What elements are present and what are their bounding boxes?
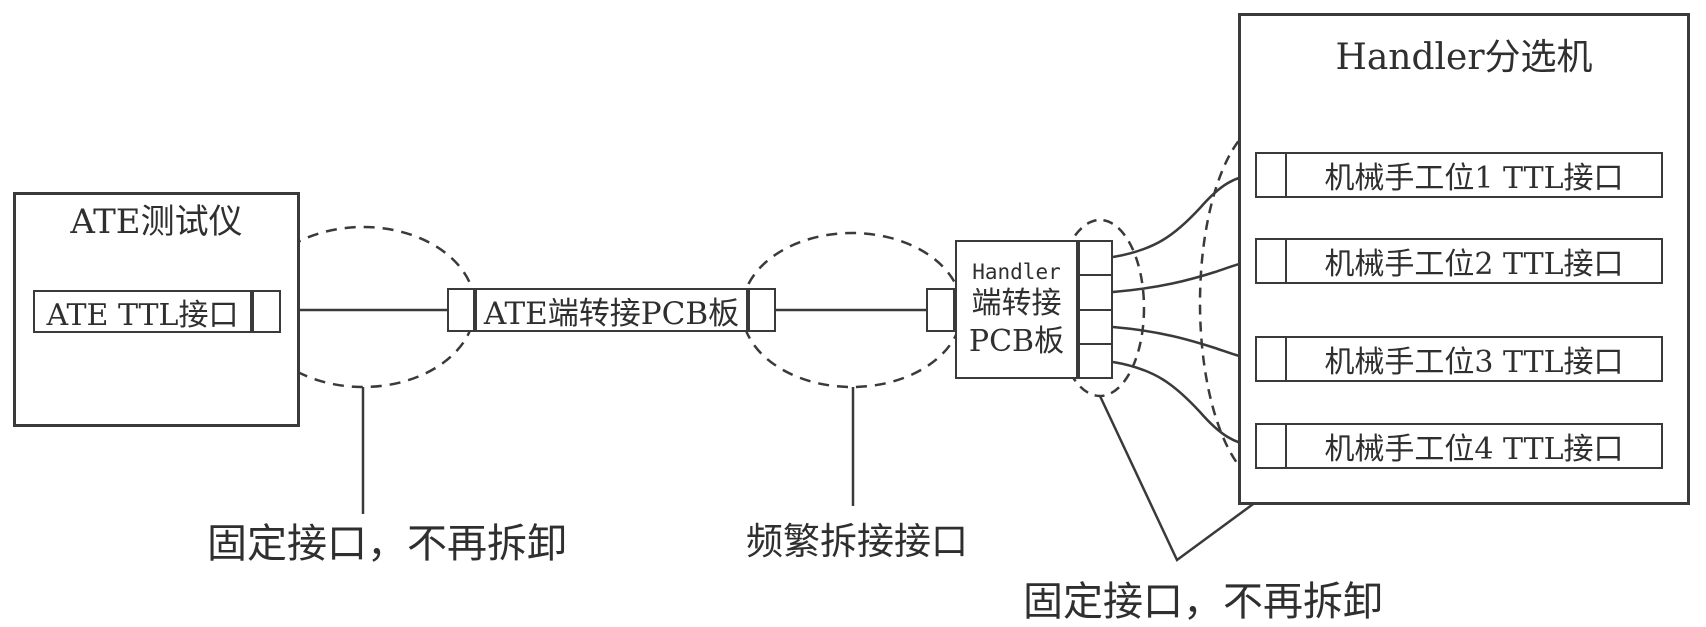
handler-pcb-connector-4	[1080, 345, 1111, 377]
station-3-box: 机械手工位3 TTL接口	[1255, 336, 1663, 382]
station-4-label: 机械手工位4 TTL接口	[1324, 432, 1624, 467]
handler-pcb-connector-column	[1078, 240, 1113, 379]
handler-pcb-connector-left	[926, 288, 955, 332]
wire-station-1	[1112, 173, 1256, 259]
station-3-connector	[1257, 338, 1287, 380]
handler-pcb-connector-2	[1080, 276, 1111, 311]
station-1-connector	[1257, 154, 1287, 196]
handler-pcb-label-line2: 端转接	[971, 286, 1062, 322]
ate-ttl-port-connector	[252, 290, 281, 333]
wire-station-4	[1112, 360, 1256, 448]
station-2-connector	[1257, 240, 1287, 282]
ate-tester-title: ATE测试仪	[70, 201, 243, 242]
ate-pcb-connector-right	[748, 288, 776, 332]
wire-station-3	[1112, 325, 1256, 361]
handler-pcb-connector-1	[1080, 242, 1111, 277]
station-2-label: 机械手工位2 TTL接口	[1324, 247, 1624, 282]
station-3-label: 机械手工位3 TTL接口	[1324, 345, 1624, 380]
station-4-connector	[1257, 425, 1287, 467]
station-1-label: 机械手工位1 TTL接口	[1324, 161, 1624, 196]
station-2-box: 机械手工位2 TTL接口	[1255, 238, 1663, 284]
ate-ttl-port-box: ATE TTL接口	[33, 290, 252, 333]
handler-pcb-connector-3	[1080, 311, 1111, 345]
station-4-box: 机械手工位4 TTL接口	[1255, 423, 1663, 469]
handler-pcb-label-line1: Handler	[972, 259, 1061, 284]
handler-pcb-label-line3: PCB板	[968, 323, 1065, 359]
annotation-fixed-interface-left: 固定接口，不再拆卸	[207, 521, 567, 567]
annotation-frequent-interface: 频繁拆接接口	[746, 520, 968, 563]
ate-pcb-connector-left	[447, 288, 475, 332]
ate-adapter-pcb-box: ATE端转接PCB板	[475, 288, 748, 332]
wire-station-2	[1112, 259, 1256, 294]
annotation-fixed-interface-right: 固定接口，不再拆卸	[1023, 579, 1383, 625]
handler-adapter-pcb-box: Handler 端转接 PCB板	[955, 240, 1078, 379]
handler-sorter-title: Handler分选机	[1335, 37, 1593, 78]
station-1-box: 机械手工位1 TTL接口	[1255, 152, 1663, 198]
